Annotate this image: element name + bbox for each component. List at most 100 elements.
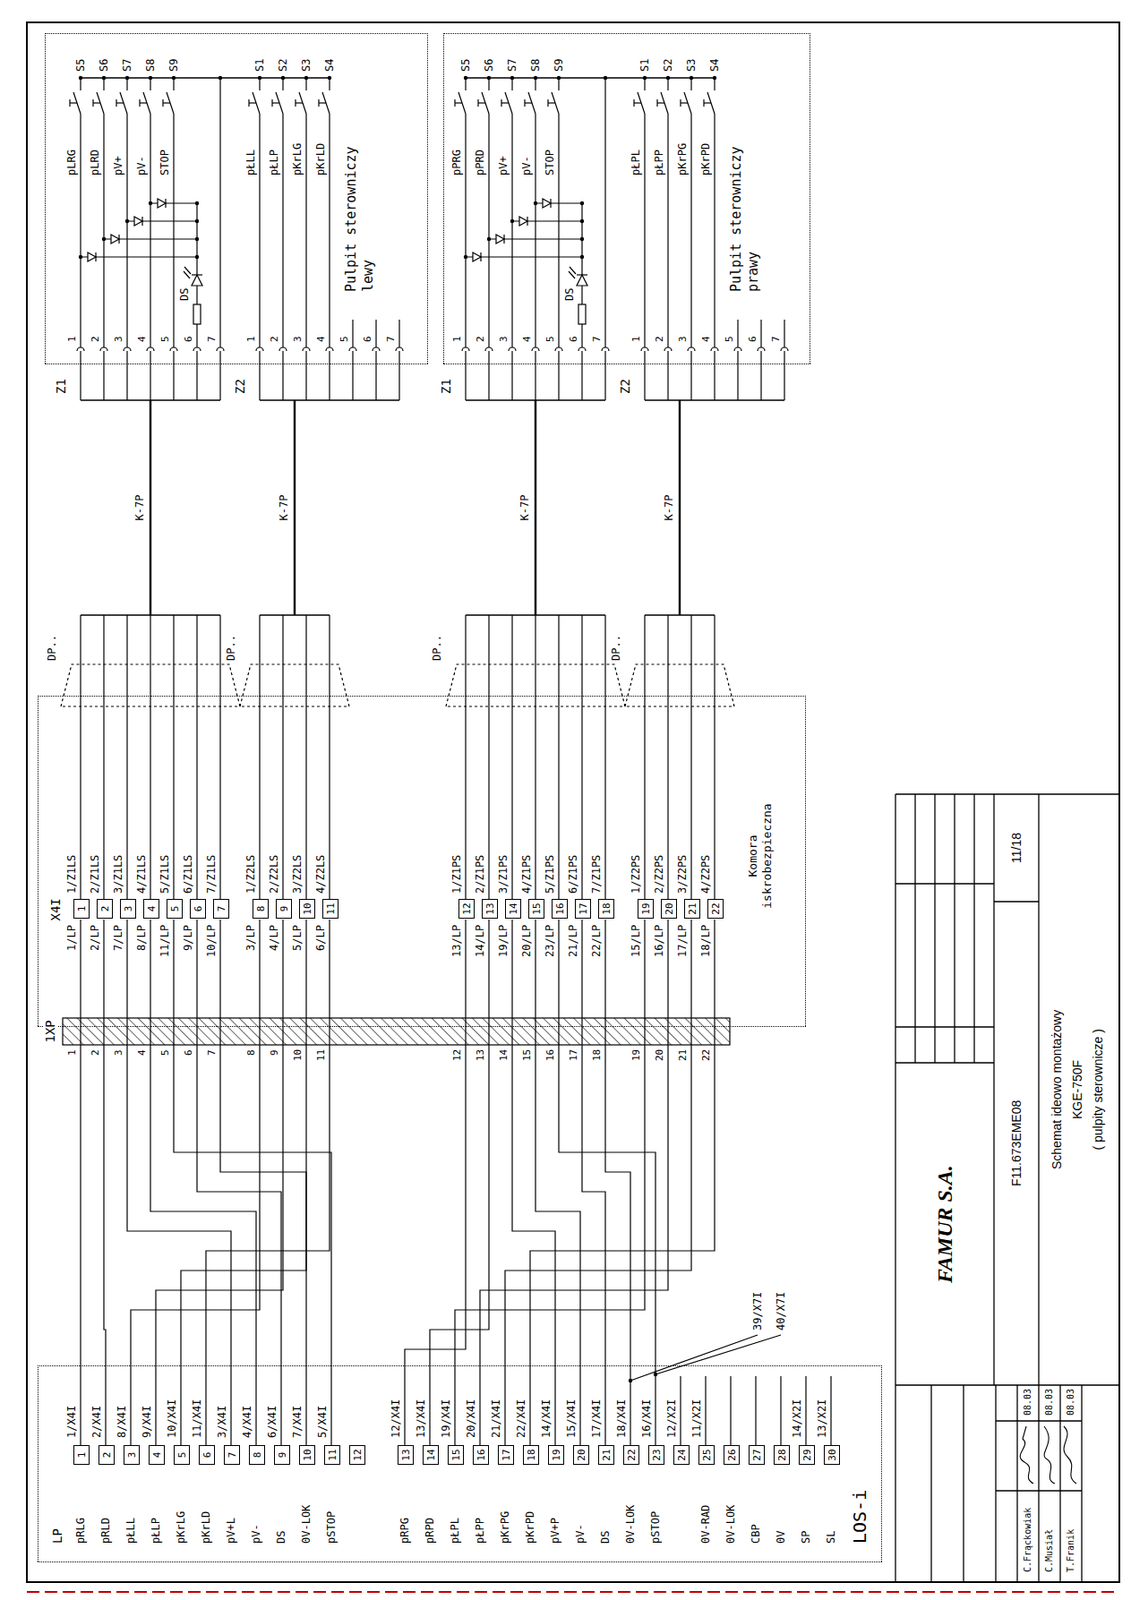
- wire: [126, 113, 128, 348]
- terminal-box: 6: [189, 899, 206, 919]
- connector-pin: [279, 347, 287, 352]
- diode-symbol: [472, 252, 481, 262]
- wire: [149, 113, 151, 348]
- terminal-box: 1: [73, 1445, 90, 1466]
- wire-stub: [830, 1376, 832, 1447]
- terminal-number: 1: [76, 1452, 88, 1459]
- pushbutton-actuator: [248, 99, 249, 107]
- signal-name: pV-: [520, 154, 533, 177]
- gland-name: DP..: [224, 634, 238, 662]
- terminal-number: 2: [101, 1452, 113, 1459]
- wire: [102, 351, 104, 401]
- pin-number: 3: [497, 334, 510, 343]
- wire-destination: 4/Z2LS: [314, 854, 327, 895]
- signal-name: pRPG: [398, 1516, 412, 1545]
- drawing-title: Schemat ideowo montażowy: [1049, 1009, 1064, 1171]
- junction-dot: [580, 237, 584, 241]
- person-name: C.Musiał: [1044, 1528, 1055, 1574]
- signal-name: pŁPP: [652, 148, 666, 177]
- wire: [534, 351, 536, 401]
- junction-dot: [580, 201, 584, 206]
- terminal-box: 26: [723, 1445, 740, 1466]
- pin-number: 2: [89, 334, 102, 343]
- switch-name: S6: [482, 58, 496, 73]
- signal-name: pRLD: [99, 1516, 112, 1545]
- wire-destination: 7/LP: [111, 924, 125, 952]
- terminal-box: 9: [274, 1445, 291, 1466]
- date: 08.03: [1044, 1388, 1055, 1417]
- wire-destination: 4/LP: [267, 924, 281, 952]
- pin-number: 2: [268, 334, 281, 343]
- junction-dot: [195, 237, 199, 241]
- pushbutton-actuator: [634, 102, 642, 103]
- terminal-box: 15: [528, 899, 545, 919]
- terminal-box: 27: [748, 1445, 765, 1466]
- wire: [180, 919, 307, 1447]
- wire: [511, 351, 513, 401]
- signal-name: pV+L: [224, 1516, 238, 1545]
- cable-type: K-7P: [277, 494, 291, 523]
- wire-destination: 40/X7I: [774, 1291, 788, 1332]
- switch-name: S9: [167, 58, 180, 73]
- wire-stub: [783, 319, 785, 348]
- wire: [760, 351, 762, 401]
- enclosure-title: LOS-i: [848, 1490, 871, 1544]
- connector-pin: [170, 347, 178, 352]
- pin-number: 7: [385, 334, 397, 343]
- signal-name: DS: [599, 1530, 612, 1545]
- connector-pin: [734, 347, 742, 352]
- wire-destination: 9/X4I: [140, 1405, 154, 1440]
- terminal-number: 12: [451, 1048, 463, 1063]
- terminal-number: 12: [461, 902, 473, 915]
- wire: [511, 113, 513, 348]
- wire-destination: 11/X4I: [190, 1398, 204, 1440]
- pushbutton-actuator: [548, 102, 556, 103]
- wire-destination: 7/X4I: [291, 1405, 304, 1440]
- pushbutton-actuator: [656, 99, 658, 107]
- diode-symbol: [141, 216, 143, 226]
- wire: [557, 351, 559, 401]
- connector-pin: [372, 347, 380, 352]
- pushbutton-actuator: [139, 102, 147, 103]
- terminal-strip-name: 1XP: [42, 1019, 58, 1044]
- terminal-number: 7: [226, 1452, 239, 1459]
- wire: [282, 113, 283, 348]
- terminal-box: 10: [299, 1445, 316, 1466]
- diode-symbol: [496, 234, 505, 244]
- signal-name: pKrPD: [523, 1510, 537, 1545]
- pushbutton-actuator: [138, 99, 140, 107]
- terminal-number: 14: [507, 902, 520, 915]
- signal-name: pKrLD: [314, 142, 327, 177]
- wire-destination: 3/X4I: [215, 1405, 229, 1440]
- wire: [196, 351, 198, 401]
- wire: [398, 351, 400, 401]
- junction-dot: [463, 255, 468, 259]
- signal-name: SL: [824, 1530, 838, 1545]
- wire: [454, 919, 645, 1447]
- wire: [150, 919, 257, 1447]
- wire: [149, 351, 151, 401]
- terminal-number: 4: [145, 906, 158, 913]
- terminal-box: 10: [299, 899, 316, 919]
- wire-destination: 6/Z1PS: [566, 854, 580, 895]
- pin-number: 7: [205, 334, 218, 343]
- wire: [736, 351, 738, 401]
- terminal-box: 8: [248, 1445, 266, 1466]
- wire-destination: 23/LP: [543, 924, 557, 959]
- wire-destination: 3/LP: [244, 924, 258, 952]
- wire: [464, 615, 466, 900]
- wire-destination: 4/X4I: [240, 1405, 254, 1440]
- signal-name: pŁPP: [473, 1516, 487, 1545]
- wire: [690, 113, 692, 348]
- terminal-number: 13: [474, 1048, 487, 1063]
- terminal-box: 11: [324, 1445, 341, 1466]
- wire-destination: 3/Z2PS: [676, 854, 689, 895]
- wire-destination: 1/Z2PS: [629, 854, 643, 895]
- pin-number: 4: [136, 334, 148, 343]
- wire: [511, 615, 513, 900]
- pushbutton-actuator: [501, 102, 509, 103]
- signal-name: SP: [799, 1530, 813, 1545]
- signal-name: 0V-LOK: [299, 1504, 313, 1545]
- terminal-number: 7: [205, 1048, 218, 1057]
- connector-pin: [780, 347, 789, 352]
